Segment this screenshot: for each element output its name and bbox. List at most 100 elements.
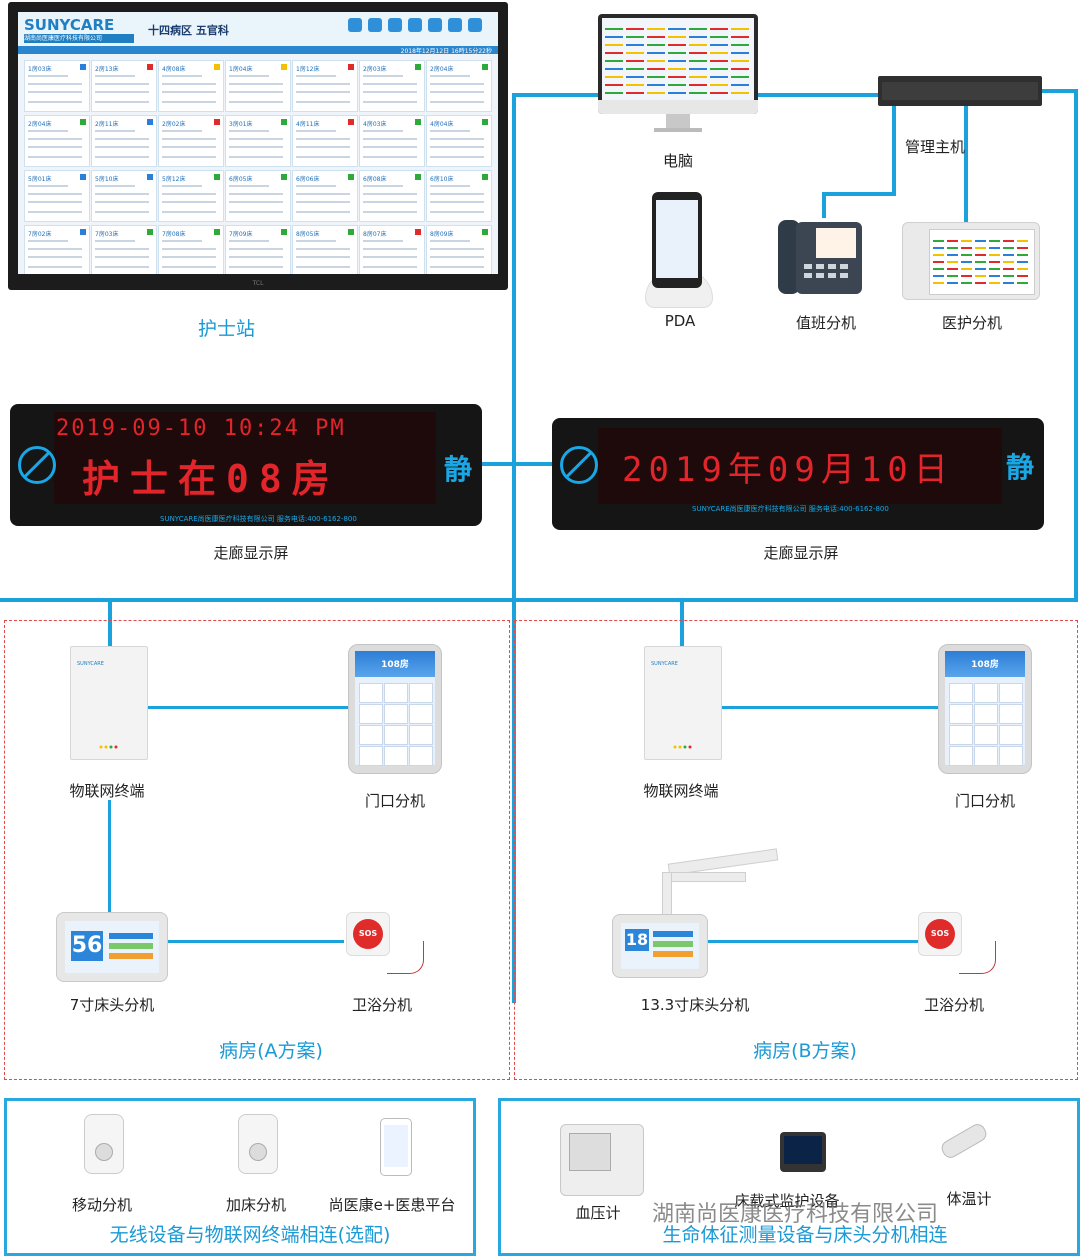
patient-card[interactable]: 4房04床 [426,115,492,167]
bus-line-host-right [1042,89,1078,93]
bedside-unit-7inch: 56 [56,912,168,982]
patient-card[interactable]: 4房08床 [158,60,224,112]
care-level-indicator [80,119,86,125]
patient-card-room: 8房07床 [363,231,387,238]
led-message: 护士在08房 [82,457,340,501]
patient-card[interactable]: 2房02床 [158,115,224,167]
toolbar-icon[interactable] [408,18,422,32]
bed-tile [384,683,408,703]
management-host-label: 管理主机 [904,138,965,156]
platform-label: 尚医康e+医患平台 [328,1196,456,1214]
patient-card-room: 5房12床 [162,176,186,183]
bed-tile [384,746,408,766]
bus-line-iot-a-bed [108,800,111,912]
patient-card-room: 4房03床 [363,121,387,128]
patient-card[interactable]: 4房03床 [359,115,425,167]
patient-card[interactable]: 8房09床 [426,225,492,274]
care-level-indicator [348,229,354,235]
bus-line-center-vertical [512,93,516,1003]
patient-card[interactable]: 6房05床 [225,170,291,222]
medical-terminal-label: 医护分机 [941,314,1002,332]
quiet-sign: 静 [444,453,473,486]
patient-card-room: 3房01床 [229,121,253,128]
toolbar-icon[interactable] [388,18,402,32]
patient-card-room: 2房03床 [363,66,387,73]
bed-tile [949,683,973,703]
sos-button-icon: SOS [353,919,383,949]
bed-tile [409,746,433,766]
nurse-station-label: 护士站 [198,318,256,340]
patient-card[interactable]: 2房03床 [359,60,425,112]
door-b-label: 门口分机 [954,792,1015,810]
patient-card[interactable]: 8房05床 [292,225,358,274]
patient-card-room: 5房01床 [28,176,52,183]
bath-b-label: 卫浴分机 [923,996,984,1014]
vitals-caption: 生命体征测量设备与床头分机相连 [662,1224,948,1246]
toolbar-icon[interactable] [348,18,362,32]
patient-card[interactable]: 1房03床 [24,60,90,112]
vitals-box [498,1098,1080,1256]
patient-card[interactable]: 4房11床 [292,115,358,167]
bed-tile [384,704,408,724]
patient-card-room: 6房05床 [229,176,253,183]
care-level-indicator [482,229,488,235]
vital-monitor-label: 床载式监护设备 [734,1192,840,1210]
door-a-label: 门口分机 [364,792,425,810]
nurse-station-screen: SUNYCARE 湖南尚医康医疗科技有限公司 十四病区 五官科 2018年12月… [18,12,498,274]
brand-subtitle: 湖南尚医康医疗科技有限公司 [24,34,134,43]
patient-card[interactable]: 3房01床 [225,115,291,167]
bus-line-phone-down [822,192,826,218]
bed-tile [949,725,973,745]
bed-tile [999,683,1023,703]
patient-card-room: 8房09床 [430,231,454,238]
patient-card[interactable]: 2房13床 [91,60,157,112]
toolbar-icon[interactable] [468,18,482,32]
toolbar-icon[interactable] [448,18,462,32]
patient-card[interactable]: 2房11床 [91,115,157,167]
patient-card[interactable]: 2房04床 [426,60,492,112]
led-date: 2019年09月10日 [622,450,954,490]
patient-card[interactable]: 5房10床 [91,170,157,222]
support-arm [662,872,672,918]
patient-card[interactable]: 6房06床 [292,170,358,222]
toolbar-icon[interactable] [368,18,382,32]
patient-card-room: 7房03床 [95,231,119,238]
patient-card[interactable]: 2房04床 [24,115,90,167]
ward-a-box [4,620,510,1080]
patient-card[interactable]: 7房08床 [158,225,224,274]
patient-card-room: 2房02床 [162,121,186,128]
vital-monitor-device [780,1132,826,1172]
duty-phone-device [778,220,862,294]
bed-tile [999,746,1023,766]
corridor-led-right: 2019年09月10日 静 SUNYCARE尚医康医疗科技有限公司 服务电话:4… [552,418,1044,530]
patient-card[interactable]: 7房09床 [225,225,291,274]
extra-bed-unit-label: 加床分机 [225,1196,286,1214]
patient-card[interactable]: 5房12床 [158,170,224,222]
patient-card[interactable]: 1房12床 [292,60,358,112]
bus-line-host-down [892,106,896,196]
patient-card[interactable]: 1房04床 [225,60,291,112]
patient-card[interactable]: 8房07床 [359,225,425,274]
patient-card[interactable]: 6房10床 [426,170,492,222]
patient-card[interactable]: 6房08床 [359,170,425,222]
bedside-b-label: 13.3寸床头分机 [640,996,750,1014]
care-level-indicator [214,119,220,125]
patient-card[interactable]: 7房03床 [91,225,157,274]
bed-tile [409,725,433,745]
blood-pressure-device [560,1124,644,1196]
iot-terminal-b: SUNYCARE [644,646,722,760]
care-level-indicator [281,174,287,180]
patient-card-room: 1房04床 [229,66,253,73]
care-level-indicator [482,64,488,70]
patient-card[interactable]: 5房01床 [24,170,90,222]
wireless-caption: 无线设备与物联网终端相连(选配) [109,1224,391,1246]
toolbar-icon[interactable] [428,18,442,32]
patient-card-room: 6房06床 [296,176,320,183]
bus-line-led-left [482,462,554,466]
patient-card[interactable]: 7房02床 [24,225,90,274]
bus-line-iot-a-door [146,706,350,709]
care-level-indicator [415,119,421,125]
no-smoking-icon [18,446,56,484]
bed-tile [359,704,383,724]
quiet-sign: 静 [1006,451,1035,484]
